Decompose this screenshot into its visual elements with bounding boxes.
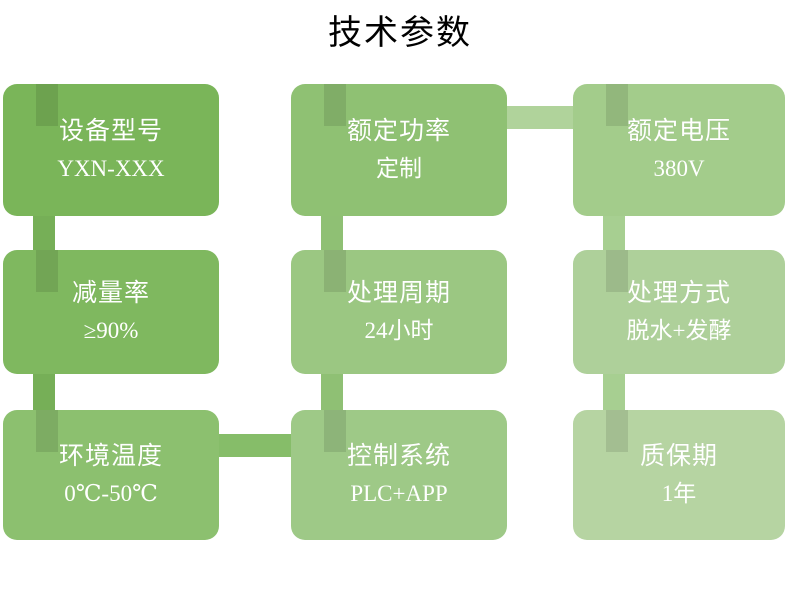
connector-h-row3-col1-col2-connector <box>205 434 305 457</box>
spec-card-device-model[interactable]: 设备型号 YXN-XXX <box>3 84 219 216</box>
spec-card-title: 环境温度 <box>58 443 163 470</box>
spec-card-value: 定制 <box>376 156 422 181</box>
connector-h-row1-col2-col3-connector <box>495 106 587 129</box>
card-accent-tab-icon <box>324 410 346 452</box>
spec-card-ambient-temperature[interactable]: 环境温度 0℃-50℃ <box>3 410 219 540</box>
page-title: 技术参数 <box>328 15 472 52</box>
card-accent-tab-icon <box>36 84 58 126</box>
spec-card-value: 380V <box>653 156 705 181</box>
spec-card-value: PLC+APP <box>350 481 448 506</box>
spec-card-value: 脱水+发酵 <box>626 318 732 343</box>
card-accent-tab-icon <box>324 84 346 126</box>
spec-card-treatment-cycle[interactable]: 处理周期 24小时 <box>291 250 507 374</box>
spec-card-value: YXN-XXX <box>57 156 165 181</box>
spec-card-title: 额定功率 <box>346 118 451 145</box>
spec-card-title: 控制系统 <box>346 443 451 470</box>
spec-card-treatment-method[interactable]: 处理方式脱水+发酵 <box>573 250 785 374</box>
spec-card-reduction-rate[interactable]: 减量率 ≥90% <box>3 250 219 374</box>
spec-card-title: 设备型号 <box>58 118 163 145</box>
spec-card-control-system[interactable]: 控制系统 PLC+APP <box>291 410 507 540</box>
spec-card-value: 0℃-50℃ <box>64 481 158 506</box>
spec-card-rated-power[interactable]: 额定功率定制 <box>291 84 507 216</box>
spec-card-title: 质保期 <box>639 443 718 470</box>
spec-card-title: 额定电压 <box>626 118 731 145</box>
spec-card-title: 减量率 <box>71 280 150 307</box>
card-accent-tab-icon <box>606 250 628 292</box>
card-accent-tab-icon <box>36 250 58 292</box>
card-accent-tab-icon <box>606 410 628 452</box>
spec-card-rated-voltage[interactable]: 额定电压 380V <box>573 84 785 216</box>
spec-card-value: 24小时 <box>364 318 434 343</box>
spec-card-title: 处理方式 <box>626 280 731 307</box>
card-accent-tab-icon <box>36 410 58 452</box>
card-accent-tab-icon <box>324 250 346 292</box>
spec-card-value: ≥90% <box>83 318 139 343</box>
card-accent-tab-icon <box>606 84 628 126</box>
spec-card-value: 1年 <box>661 481 697 506</box>
spec-card-title: 处理周期 <box>346 280 451 307</box>
spec-card-warranty-period[interactable]: 质保期 1年 <box>573 410 785 540</box>
